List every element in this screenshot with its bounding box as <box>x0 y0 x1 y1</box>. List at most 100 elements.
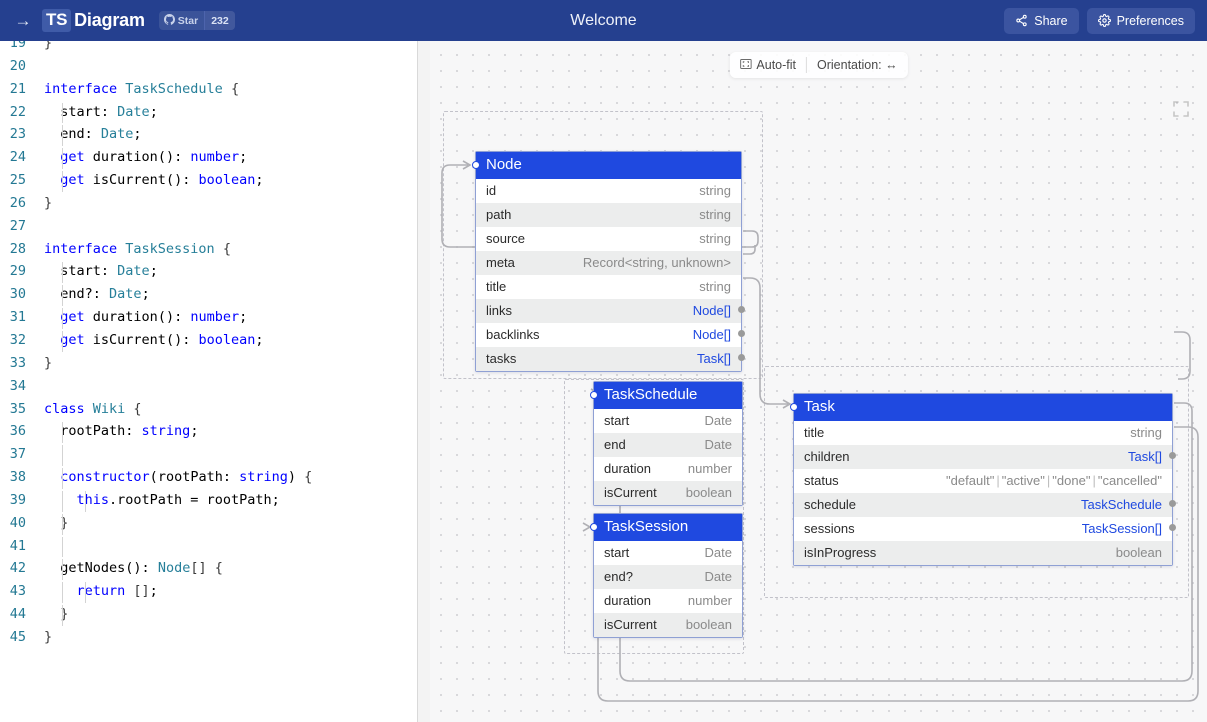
code-line[interactable]: 30 end?: Date; <box>0 283 418 307</box>
code-line[interactable]: 37 <box>0 443 418 467</box>
code-line[interactable]: 42 getNodes(): Node[] { <box>0 557 418 581</box>
orientation-button[interactable]: Orientation: ↔ <box>807 52 908 78</box>
code-line[interactable]: 24 get duration(): number; <box>0 146 418 170</box>
code-line[interactable]: 44 } <box>0 603 418 626</box>
brand-logo[interactable]: TS Diagram <box>42 9 145 32</box>
code-token: number <box>190 309 240 326</box>
connection-handle-left[interactable] <box>590 523 598 531</box>
connection-handle-right[interactable] <box>738 354 745 361</box>
connection-handle-left[interactable] <box>790 403 798 411</box>
connection-handle-right[interactable] <box>738 330 745 337</box>
code-line[interactable]: 31 get duration(): number; <box>0 306 418 329</box>
code-token: get <box>44 149 93 166</box>
code-line[interactable]: 23 end: Date; <box>0 123 418 147</box>
code-line[interactable]: 26} <box>0 192 418 215</box>
preferences-button[interactable]: Preferences <box>1086 7 1195 34</box>
code-line[interactable]: 20 <box>0 55 418 78</box>
code-token: Date <box>117 103 150 120</box>
code-line[interactable]: 39 this.rootPath = rootPath; <box>0 489 418 512</box>
github-icon <box>163 13 175 28</box>
code-line[interactable]: 34 <box>0 375 418 398</box>
er-row[interactable]: status"default"|"active"|"done"|"cancell… <box>794 469 1172 493</box>
er-field-type: Date <box>704 569 732 584</box>
code-line[interactable]: 41 <box>0 535 418 558</box>
code-token: () <box>165 172 183 189</box>
github-star-button[interactable]: Star <box>159 11 204 30</box>
code-token: rootPath <box>157 469 223 486</box>
code-line[interactable]: 45} <box>0 626 418 649</box>
connection-handle-right[interactable] <box>1169 524 1176 531</box>
code-line[interactable]: 38 constructor(rootPath: string) { <box>0 466 418 489</box>
share-button[interactable]: Share <box>1004 7 1079 34</box>
er-field-type: string <box>699 207 731 222</box>
indent-guide <box>62 125 63 147</box>
code-line[interactable]: 25 get isCurrent(): boolean; <box>0 169 418 192</box>
code-line[interactable]: 33} <box>0 352 418 375</box>
code-token: interface <box>44 240 126 257</box>
connection-handle-right[interactable] <box>1169 500 1176 507</box>
code-line[interactable]: 40 } <box>0 512 418 535</box>
code-token: TaskSession <box>125 240 223 257</box>
back-arrow-icon[interactable]: → <box>14 11 32 30</box>
connection-handle-left[interactable] <box>472 161 480 169</box>
er-row[interactable]: end?Date <box>594 565 742 589</box>
auto-fit-button[interactable]: Auto-fit <box>729 52 806 78</box>
connection-handle-right[interactable] <box>1169 452 1176 459</box>
editor-scrollbar[interactable] <box>400 41 417 722</box>
code-line[interactable]: 19} <box>0 41 418 55</box>
code-token: getNodes <box>44 560 126 577</box>
connection-handle-left[interactable] <box>590 391 598 399</box>
code-token: : <box>141 560 158 577</box>
editor-minimap-strip <box>418 41 430 722</box>
er-field-type: Date <box>704 413 732 428</box>
code-line[interactable]: 22 start: Date; <box>0 101 418 124</box>
code-token: ; <box>239 149 248 166</box>
code-line[interactable]: 36 rootPath: string; <box>0 420 418 444</box>
code-token: { <box>133 400 142 417</box>
line-number: 26 <box>9 194 26 211</box>
code-line[interactable]: 29 start: Date; <box>0 260 418 284</box>
github-star-badge[interactable]: Star 232 <box>158 11 235 30</box>
code-line[interactable]: 32 get isCurrent(): boolean; <box>0 329 418 352</box>
er-field-name: tasks <box>486 351 517 366</box>
er-table-title: Node <box>476 152 741 179</box>
code-line[interactable]: 43 return []; <box>0 580 418 604</box>
code-line[interactable]: 27 <box>0 215 418 238</box>
indent-guide <box>62 513 63 535</box>
github-star-label: Star <box>177 14 199 27</box>
connection-handle-right[interactable] <box>738 306 745 313</box>
fullscreen-icon[interactable] <box>1171 99 1191 119</box>
toolbar-separator <box>806 57 808 73</box>
pane-divider[interactable] <box>417 41 418 722</box>
